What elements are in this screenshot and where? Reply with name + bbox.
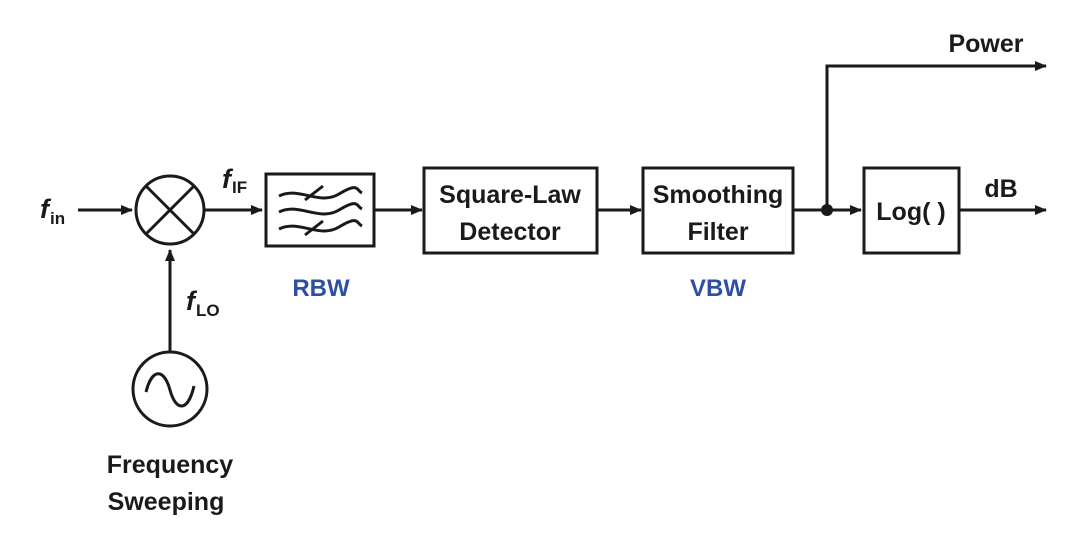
- power-branch-arrow: [825, 61, 1047, 210]
- smoothing-line2: Filter: [687, 218, 748, 246]
- f-if-label: fIF: [222, 164, 247, 197]
- power-output-label: Power: [948, 30, 1023, 58]
- smoothing-filter-block: [641, 166, 795, 255]
- f-in-label: fin: [40, 194, 65, 228]
- detector-line2: Detector: [459, 218, 561, 246]
- f-lo-label: fLO: [186, 286, 220, 320]
- log-label: Log( ): [876, 198, 945, 226]
- oscillator-caption-line2: Sweeping: [108, 488, 225, 516]
- bandpass-filter-icon: [264, 172, 376, 248]
- db-output-label: dB: [984, 175, 1017, 203]
- vbw-caption: VBW: [690, 275, 746, 302]
- junction-dot: [821, 204, 833, 216]
- sine-wave-icon: [131, 350, 209, 428]
- rbw-caption: RBW: [292, 275, 350, 302]
- detector-line1: Square-Law: [439, 181, 581, 209]
- square-law-detector-block: [422, 166, 599, 255]
- oscillator-caption-line1: Frequency: [107, 451, 234, 479]
- mixer-x-icon: [134, 174, 206, 246]
- smoothing-line1: Smoothing: [653, 181, 784, 209]
- log-block: [862, 166, 961, 255]
